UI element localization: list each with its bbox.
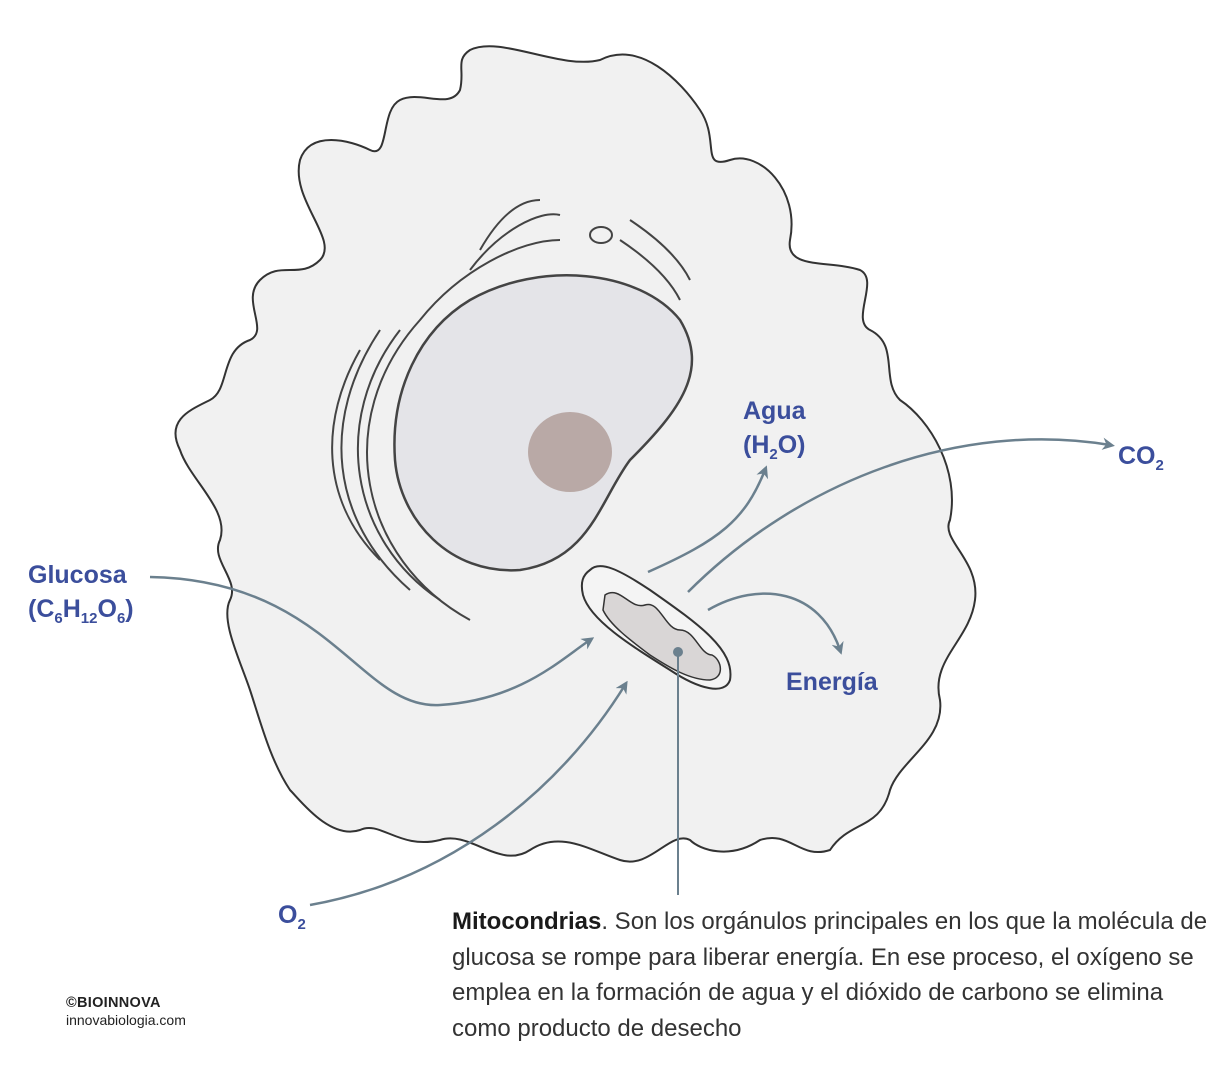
logo-site: innovabiologia.com (66, 1012, 186, 1028)
agua-formula: (H2O) (743, 431, 806, 463)
energia-label: Energía (786, 668, 878, 696)
glucosa-name: Glucosa (28, 561, 127, 589)
endoplasmic-reticulum (331, 199, 691, 621)
o2-arrow (309, 680, 628, 907)
caption-text: . Son los orgánulos principales en los q… (452, 908, 1208, 1042)
o2-label: O2 (278, 901, 306, 933)
energia-arrow (707, 592, 844, 655)
flow-arrows (149, 437, 1115, 907)
glucosa-formula: (C6H12O6) (28, 595, 134, 627)
mitochondria-pointer-dot (673, 647, 683, 657)
co2-label: CO2 (1118, 442, 1164, 474)
mitochondria-caption: Mitocondrias. Son los orgánulos principa… (452, 904, 1212, 1046)
agua-label: Agua (H2O) (743, 394, 806, 462)
agua-arrow (647, 465, 769, 574)
caption-title: Mitocondrias (452, 908, 602, 935)
logo-brand: ©BIOINNOVA (66, 995, 161, 1011)
glucosa-arrow (149, 575, 595, 707)
nucleolus (528, 412, 612, 492)
glucosa-label: Glucosa (C6H12O6) (28, 558, 134, 626)
agua-name: Agua (743, 397, 806, 425)
mitochondrion (580, 565, 732, 690)
bioinnova-logo: ©BIOINNOVA innovabiologia.com (66, 994, 186, 1029)
co2-arrow (687, 437, 1115, 593)
